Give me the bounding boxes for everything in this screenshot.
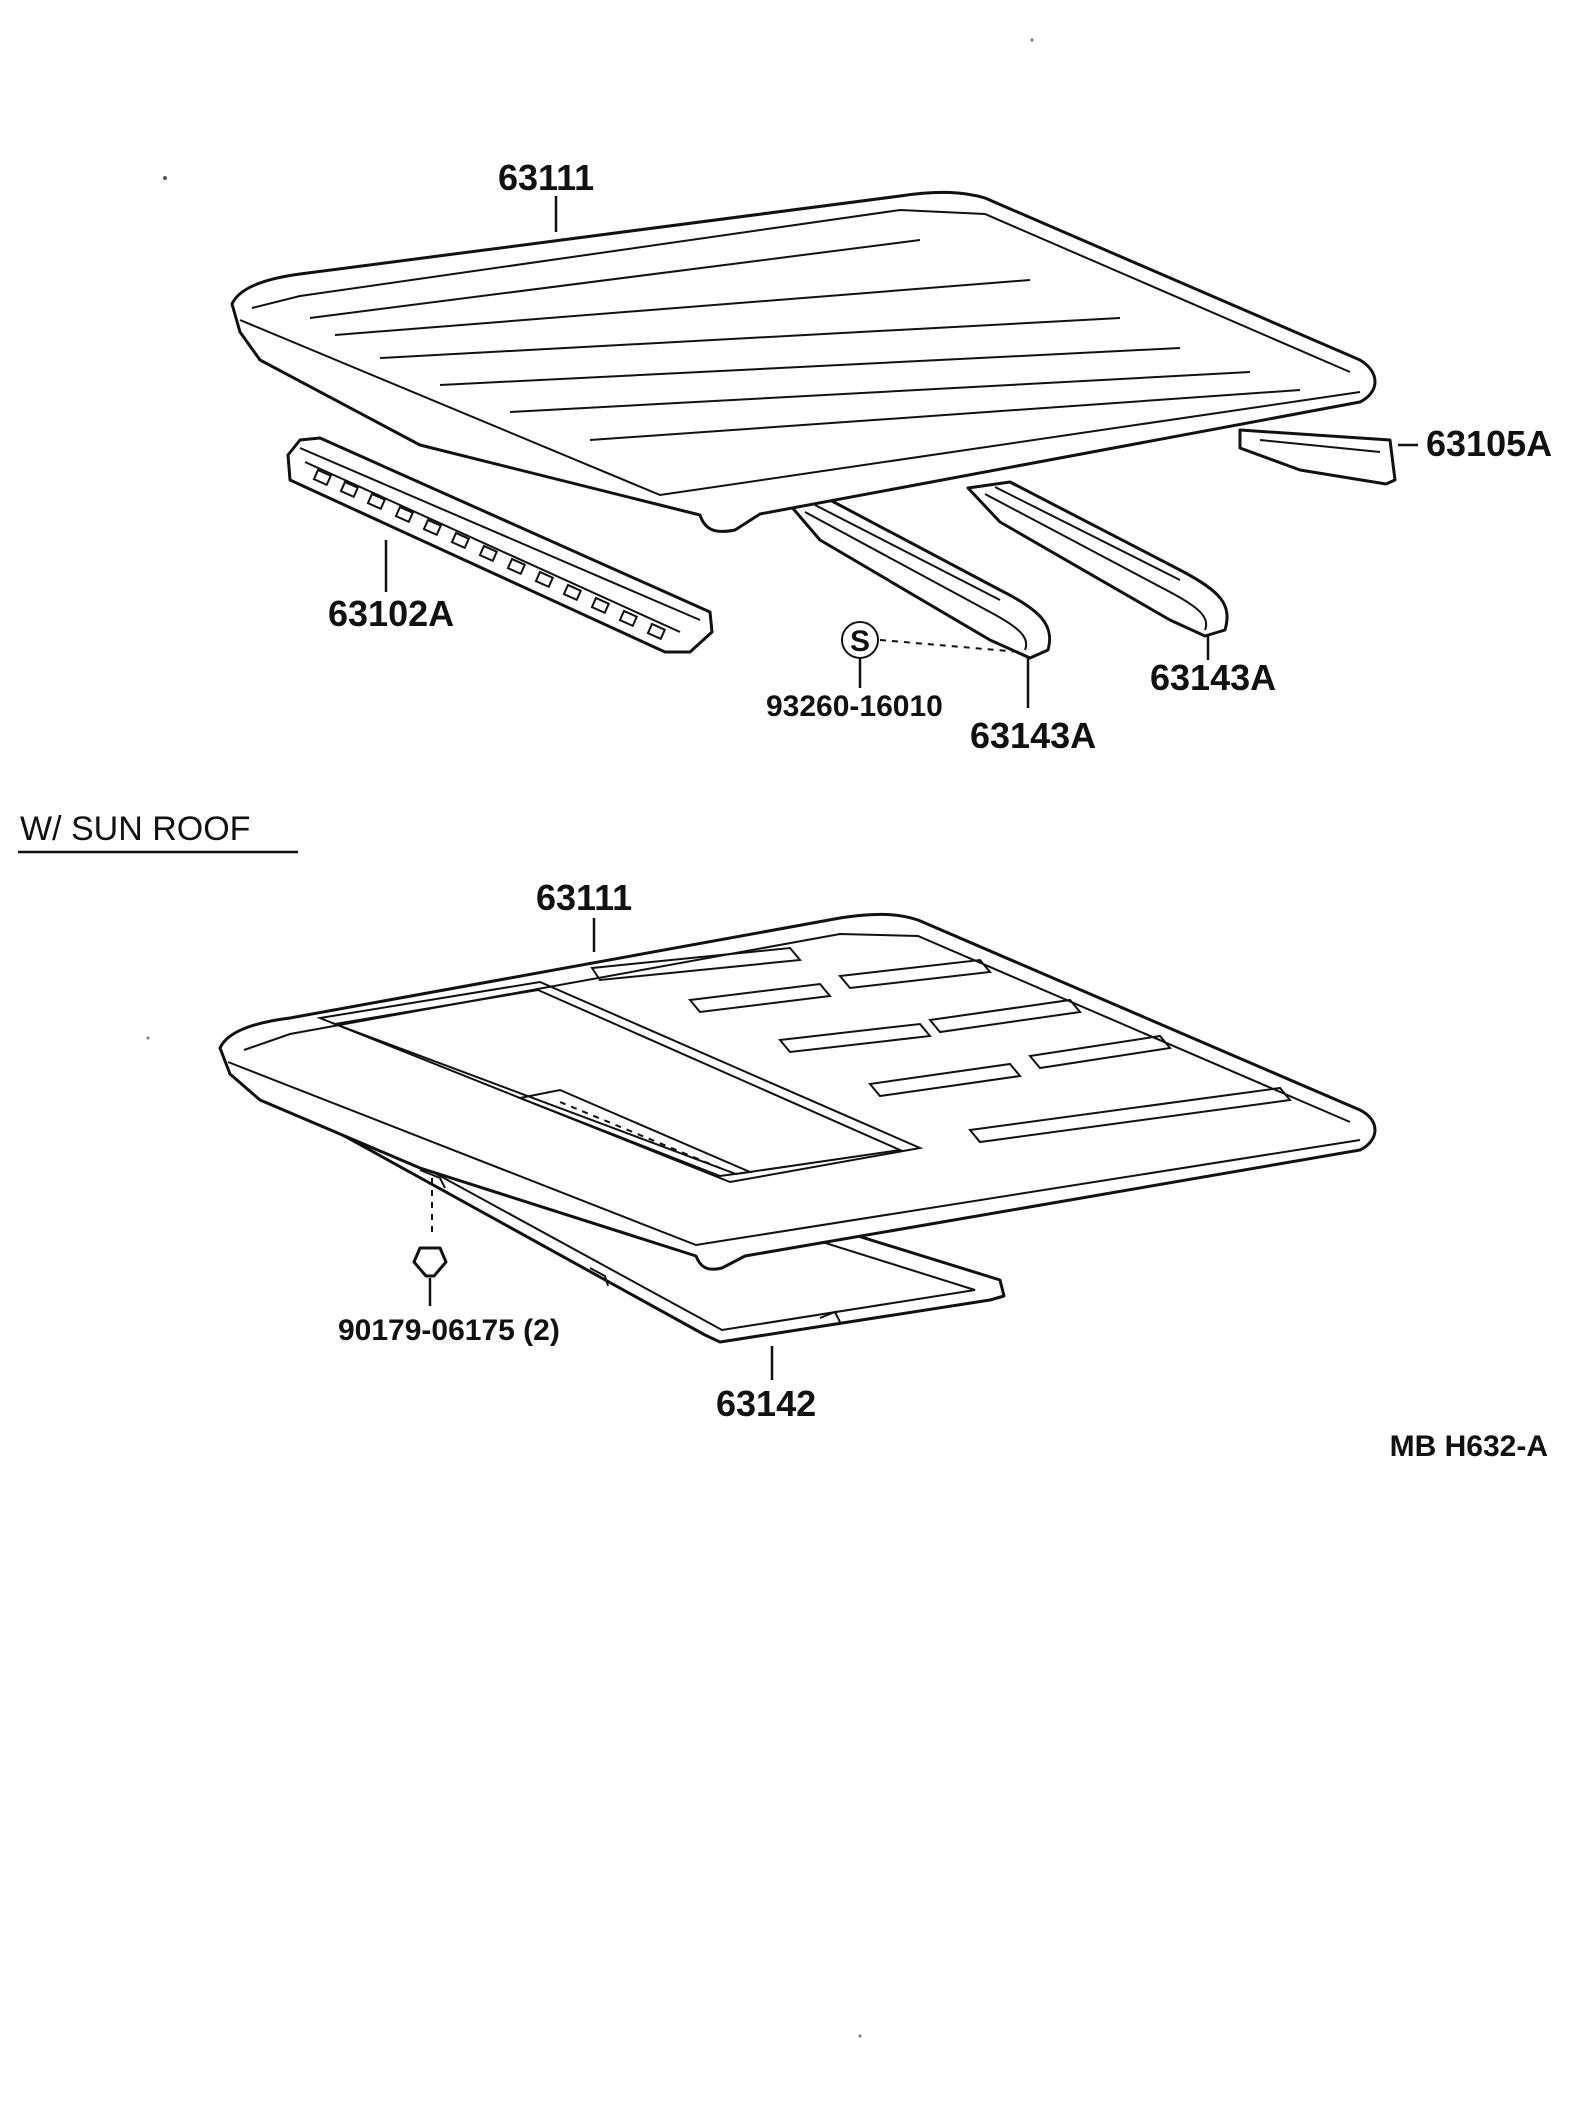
sealer-symbol-group: S [841, 621, 1021, 688]
top-roof-assembly: S 63111 63105A 63102A 93260-16010 63143A… [230, 157, 1552, 756]
label-bow-right: 63143A [1150, 657, 1276, 698]
label-reinforcement: 63142 [716, 1383, 816, 1424]
clip-icon [412, 1246, 448, 1278]
roof-bow-left [788, 498, 1052, 660]
front-header-slots [312, 468, 667, 641]
label-clip: 90179-06175 (2) [338, 1314, 560, 1347]
label-front-header: 63102A [328, 593, 454, 634]
sun-roof-assembly: W/ SUN ROOF [18, 810, 1377, 1424]
roof-panel [230, 190, 1377, 533]
roof-bow-right [966, 480, 1229, 638]
label-roof-panel-top: 63111 [498, 157, 594, 198]
scan-speck [146, 1036, 150, 1040]
label-rear-header: 63105A [1426, 423, 1552, 464]
clip-fastener [412, 1170, 448, 1306]
front-header-rail [286, 436, 714, 654]
scan-speck [858, 2034, 862, 2038]
drawing-code: MB H632-A [1390, 1430, 1548, 1463]
scan-speck [163, 176, 167, 180]
roof-panel-sunroof [218, 912, 1377, 1271]
scan-speck [1030, 38, 1034, 42]
label-sealer: 93260-16010 [766, 690, 943, 723]
section-heading-sun-roof: W/ SUN ROOF [20, 810, 250, 848]
sealer-symbol-text: S [850, 625, 870, 658]
label-roof-panel-sunroof: 63111 [536, 877, 632, 918]
label-bow-left: 63143A [970, 715, 1096, 756]
rear-header-rail [1238, 428, 1397, 486]
